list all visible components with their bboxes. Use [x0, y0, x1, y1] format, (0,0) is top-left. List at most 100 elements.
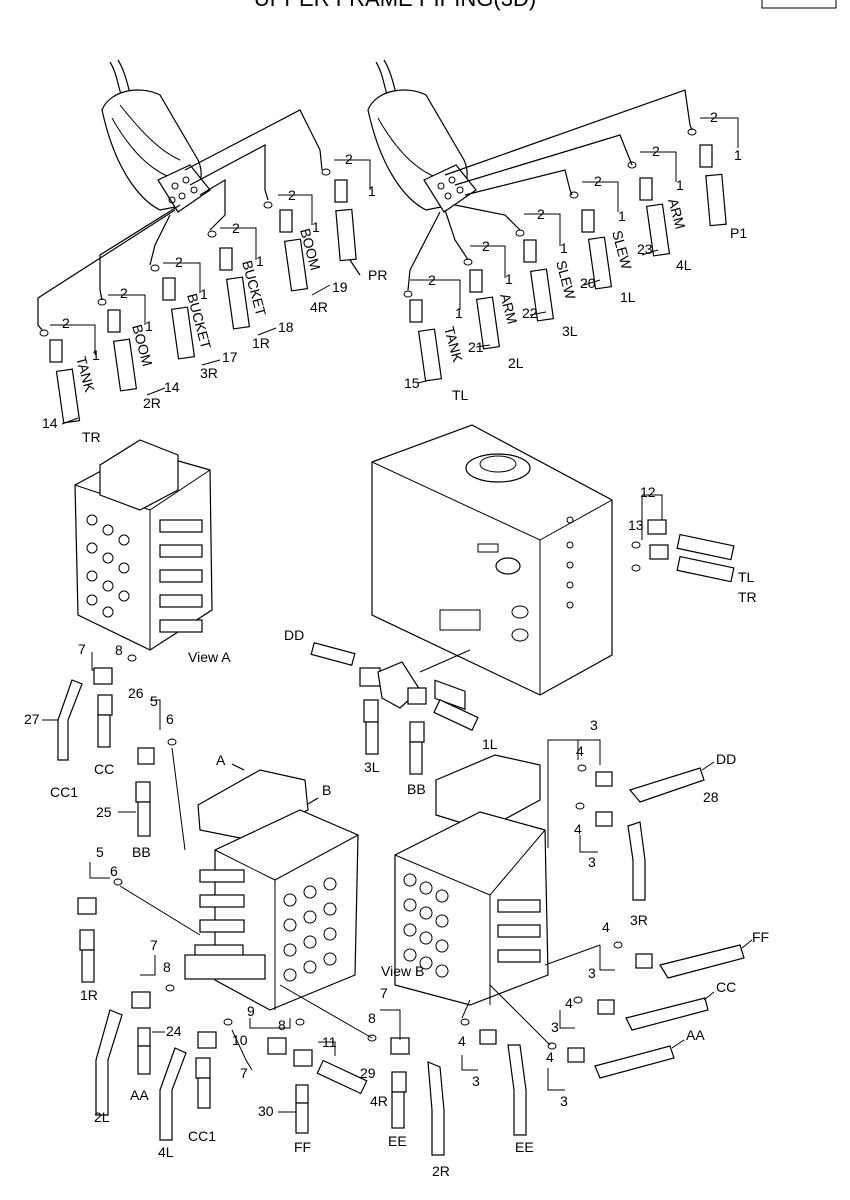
item-2-label: 2 — [428, 272, 436, 288]
right-joystick-brackets — [410, 117, 739, 310]
view-b-caption: View B — [381, 963, 424, 979]
port-label-slew: SLEW — [609, 229, 635, 272]
hose-label-3r: 3R — [630, 912, 648, 928]
hose-label-4l: 4L — [158, 1144, 174, 1160]
item-number: 3 — [472, 1073, 480, 1089]
item-number: 14 — [164, 379, 180, 395]
item-1-label: 1 — [505, 271, 513, 287]
item-number: 19 — [332, 279, 348, 295]
item-number: 5 — [150, 693, 158, 709]
hose-label-aa: AA — [130, 1087, 149, 1103]
hose-label-cc: CC — [716, 979, 736, 995]
hose-label-1l: 1L — [482, 736, 498, 752]
item-1-label: 1 — [92, 347, 100, 363]
item-number: 7 — [78, 641, 86, 657]
item-1-label: 1 — [312, 219, 320, 235]
item-1-label: 1 — [618, 208, 626, 224]
page-number-box — [761, 0, 837, 9]
hose-label-ee: EE — [515, 1139, 534, 1155]
item-number: 25 — [96, 804, 112, 820]
hydraulic-tank — [371, 424, 613, 711]
view-a-fittings — [57, 652, 186, 851]
item-2-label: 2 — [288, 187, 296, 203]
item-number: 8 — [115, 642, 123, 658]
item-2-label: 2 — [594, 173, 602, 189]
hose-label-3l: 3L — [364, 759, 380, 775]
item-number: 8 — [278, 1017, 286, 1033]
fitting-1 — [334, 179, 348, 203]
item-2-label: 2 — [652, 143, 660, 159]
item-number: 5 — [96, 844, 104, 860]
item-1-label: 1 — [676, 177, 684, 193]
hose-label-1r: 1R — [80, 987, 98, 1003]
hose-label-tr: TR — [738, 589, 757, 605]
item-number: 6 — [166, 711, 174, 727]
item-number: 3 — [590, 717, 598, 733]
item-number: 4 — [546, 1049, 554, 1065]
view-b-fittings — [460, 739, 745, 1136]
left-joystick — [101, 59, 211, 213]
item-number: 4 — [565, 995, 573, 1011]
item-number: 7 — [150, 937, 158, 953]
port-label-slew: SLEW — [553, 259, 579, 302]
main-valve — [184, 769, 359, 1011]
hose-end — [335, 208, 357, 262]
item-number: 29 — [360, 1065, 376, 1081]
item-number: 30 — [258, 1103, 274, 1119]
hose-label-cc1: CC1 — [50, 784, 78, 800]
item-number: 7 — [240, 1065, 248, 1081]
item-number: 28 — [703, 789, 719, 805]
item-number: 24 — [166, 1023, 182, 1039]
hose-label-dd: DD — [716, 751, 736, 767]
item-number: 9 — [247, 1003, 255, 1019]
diagram-title: UPPER FRAME PIPING(3D) — [254, 0, 536, 11]
item-2-label: 2 — [120, 285, 128, 301]
hose-label-4r: 4R — [370, 1093, 388, 1109]
item-2-label: 2 — [232, 220, 240, 236]
item-number: 22 — [522, 305, 538, 321]
hose-label-tl: TL — [738, 569, 755, 585]
item-number: DD — [284, 627, 304, 643]
left-joystick-parts — [39, 168, 361, 424]
hose-label-p1: P1 — [730, 225, 747, 241]
hose-label-ff: FF — [294, 1139, 311, 1155]
item-number: 18 — [278, 319, 294, 335]
port-label-arm: ARM — [665, 197, 689, 231]
item-number: 3 — [560, 1093, 568, 1109]
item-number: 10 — [232, 1032, 248, 1048]
hose-label-2l: 2L — [508, 355, 524, 371]
port-label-tank: TANK — [441, 325, 466, 365]
item-1-label: 1 — [734, 147, 742, 163]
item-number: 12 — [640, 484, 656, 500]
hose-label-2l: 2L — [94, 1109, 110, 1125]
hose-label-cc: CC — [94, 761, 114, 777]
item-number: 7 — [380, 985, 388, 1001]
hose-label-pr: PR — [368, 267, 387, 283]
view-a-caption: View A — [188, 649, 231, 665]
item-2-label: 2 — [710, 109, 718, 125]
item-number: 26 — [128, 685, 144, 701]
item-2-label: 2 — [345, 151, 353, 167]
left-joystick-brackets — [50, 159, 371, 355]
item-number: 3 — [588, 965, 596, 981]
item-1-label: 1 — [256, 253, 264, 269]
item-number: 13 — [628, 517, 644, 533]
item-2-label: 2 — [62, 315, 70, 331]
item-number: 8 — [368, 1010, 376, 1026]
view-arrow-b: B — [322, 782, 331, 798]
item-number: 17 — [222, 349, 238, 365]
item-2-label: 2 — [175, 254, 183, 270]
hose-label-bb: BB — [132, 844, 151, 860]
view-b-valve — [394, 754, 549, 1006]
item-number: 6 — [110, 863, 118, 879]
hose-label-1r: 1R — [252, 335, 270, 351]
hose-label-3r: 3R — [200, 365, 218, 381]
hose-label-4r: 4R — [310, 299, 328, 315]
view-a-valve — [74, 439, 213, 651]
hose-label-aa: AA — [686, 1027, 705, 1043]
hose-label-tr: TR — [82, 429, 101, 445]
item-number: 27 — [24, 711, 40, 727]
hose-label-2r: 2R — [143, 395, 161, 411]
item-number: 3 — [551, 1019, 559, 1035]
